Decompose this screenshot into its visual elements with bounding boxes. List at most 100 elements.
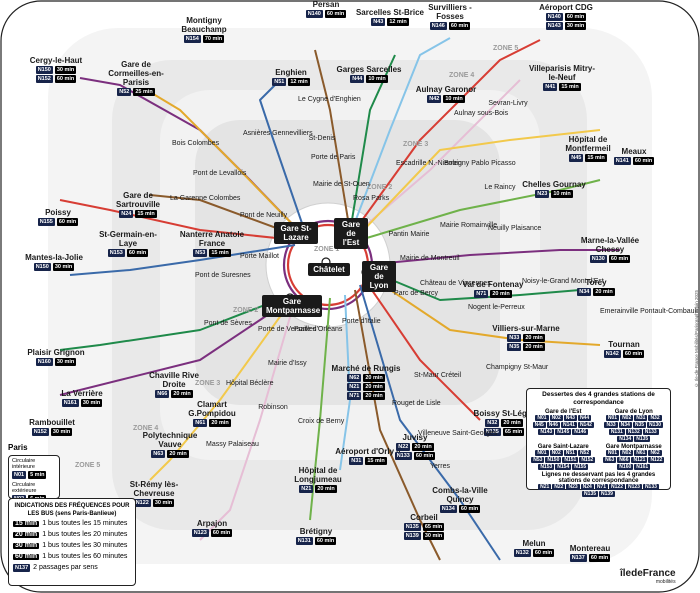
stop-noisy[interactable]: Noisy-le-Grand Mont d'Est: [522, 278, 604, 285]
line-badge[interactable]: N63: [151, 450, 166, 458]
stop-sevran[interactable]: Sevran-Livry: [488, 100, 528, 107]
line-badge[interactable]: N131: [608, 429, 625, 435]
line-badge[interactable]: N01: [535, 415, 549, 421]
line-badge[interactable]: N134: [617, 436, 634, 442]
line-badge[interactable]: N02: [620, 450, 634, 456]
line-badge[interactable]: N154: [555, 464, 572, 470]
line-badge[interactable]: N51: [272, 78, 287, 86]
stop-asnieres[interactable]: Asnières Gennevilliers: [243, 130, 313, 137]
line-badge[interactable]: N143: [538, 429, 555, 435]
line-badge[interactable]: N135: [634, 436, 651, 442]
line-badge[interactable]: N71: [474, 290, 489, 298]
line-badge[interactable]: N122: [609, 484, 625, 490]
stop-porte-versailles[interactable]: Porte de Versailles: [258, 326, 317, 333]
line-badge[interactable]: N160: [35, 358, 53, 366]
line-badge[interactable]: N22: [396, 443, 411, 451]
line-badge[interactable]: N142: [603, 350, 621, 358]
stop-porte-de-paris[interactable]: Porte de Paris: [311, 154, 356, 161]
line-badge[interactable]: N33: [604, 422, 618, 428]
stop-garenne[interactable]: La Garenne Colombes: [170, 195, 241, 202]
stop-neuilly-plaisance[interactable]: Neuilly Plaisance: [488, 225, 542, 232]
line-badge[interactable]: N43: [563, 415, 577, 421]
line-badge[interactable]: N22: [552, 484, 566, 490]
line-badge[interactable]: N44: [577, 415, 592, 421]
stop-mairie-montreuil[interactable]: Mairie de Montreuil: [400, 255, 460, 262]
line-badge[interactable]: N21: [538, 484, 552, 490]
line-badge[interactable]: N66: [155, 390, 170, 398]
line-badge[interactable]: N62: [347, 374, 362, 382]
stop-pont-levallois[interactable]: Pont de Levallois: [193, 170, 247, 177]
line-badge[interactable]: N132: [513, 549, 531, 557]
line-badge[interactable]: N53: [193, 249, 208, 257]
line-badge[interactable]: N150: [545, 457, 562, 463]
line-badge[interactable]: N31: [349, 457, 364, 465]
stop-chateau-vincennes[interactable]: Château de Vincennes: [420, 280, 491, 287]
stop-st-maur[interactable]: St-Maur Créteil: [414, 372, 462, 379]
stop-emerainville[interactable]: Emerainville Pontault-Combault: [600, 308, 699, 315]
stop-nogent[interactable]: Nogent le-Perreux: [468, 304, 525, 311]
stop-le-cygne[interactable]: Le Cygne d'Enghien: [298, 96, 361, 103]
line-badge[interactable]: N66: [617, 457, 631, 463]
line-badge[interactable]: N01: [605, 415, 620, 421]
stop-croix-berny[interactable]: Croix de Berny: [298, 418, 345, 425]
line-badge[interactable]: N146: [572, 429, 589, 435]
line-badge[interactable]: N02: [549, 415, 563, 421]
line-badge[interactable]: N32: [485, 419, 500, 427]
stop-pont-neuilly[interactable]: Pont de Neuilly: [240, 212, 288, 219]
stop-pont-sevres[interactable]: Pont de Sèvres: [204, 320, 252, 327]
line-badge[interactable]: N135: [582, 491, 598, 497]
line-badge[interactable]: N134: [439, 505, 457, 513]
line-badge[interactable]: N150: [33, 263, 51, 271]
line-badge[interactable]: N34: [618, 422, 632, 428]
line-badge[interactable]: N23: [566, 484, 580, 490]
hub-chatelet[interactable]: Châtelet: [308, 263, 350, 276]
line-badge[interactable]: N140: [545, 13, 563, 21]
line-badge[interactable]: N62: [648, 450, 662, 456]
line-badge[interactable]: N46: [546, 422, 560, 428]
line-badge[interactable]: N152: [31, 428, 49, 436]
hub-gare-montparnasse[interactable]: Gare Montparnasse: [262, 295, 322, 317]
line-badge[interactable]: N52: [577, 450, 592, 456]
line-badge[interactable]: N01: [535, 450, 549, 456]
line-badge[interactable]: N35: [507, 343, 522, 351]
line-badge[interactable]: N45: [532, 422, 546, 428]
line-badge[interactable]: N130: [647, 422, 663, 428]
line-badge[interactable]: N135: [403, 523, 421, 531]
stop-champigny[interactable]: Champigny St-Maur: [486, 364, 549, 371]
line-badge[interactable]: N154: [183, 35, 201, 43]
stop-bobigny[interactable]: Bobigny Pablo Picasso: [444, 160, 516, 167]
stop-st-denis[interactable]: St-Denis: [308, 135, 336, 142]
stop-escadrille[interactable]: Escadrille N.-Niemen: [396, 160, 462, 167]
stop-porte-italie[interactable]: Porte d'Italie: [342, 318, 381, 325]
stop-bois-colombes[interactable]: Bois Colombes: [172, 140, 220, 147]
line-badge[interactable]: N122: [648, 457, 665, 463]
line-badge[interactable]: N63: [603, 457, 617, 463]
line-badge[interactable]: N31: [634, 415, 648, 421]
line-badge[interactable]: N145: [555, 429, 572, 435]
stop-robinson[interactable]: Robinson: [258, 404, 288, 411]
line-badge[interactable]: N153: [538, 464, 555, 470]
line-badge[interactable]: N133: [394, 452, 412, 460]
